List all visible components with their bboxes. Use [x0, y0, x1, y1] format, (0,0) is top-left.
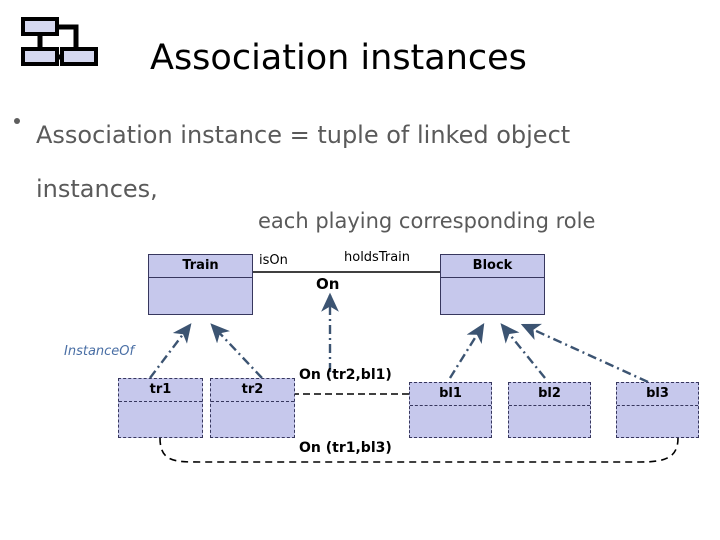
instance-box-bl3[interactable]: bl3: [616, 382, 699, 438]
instance-name-tr1: tr1: [149, 382, 172, 397]
class-divider: [441, 277, 544, 278]
link-line-tr1-bl3: [159, 437, 679, 463]
role-label-holdstrain: holdsTrain: [344, 250, 411, 265]
class-divider: [149, 277, 252, 278]
instance-name-bl2: bl2: [538, 386, 561, 401]
instance-box-tr2[interactable]: tr2: [210, 378, 295, 438]
instance-divider: [211, 401, 294, 402]
page-title: Association instances: [150, 38, 527, 78]
bullet-marker-icon: [14, 118, 20, 124]
instance-box-bl2[interactable]: bl2: [508, 382, 591, 438]
instanceof-label: InstanceOf: [64, 344, 135, 359]
instanceof-arrow-bl1: [448, 322, 485, 379]
class-box-block[interactable]: Block: [440, 254, 545, 315]
class-name-train: Train: [182, 258, 219, 273]
instanceof-arrow-tr2: [210, 323, 263, 379]
link-label-tr1-bl3: On (tr1,bl3): [299, 440, 392, 456]
instance-divider: [617, 405, 698, 406]
instanceof-arrow-tr1: [149, 323, 192, 379]
subline-text: each playing corresponding role: [258, 209, 596, 233]
instance-name-tr2: tr2: [241, 382, 264, 397]
association-name-on: On: [316, 275, 340, 293]
instance-divider: [119, 401, 202, 402]
class-box-train[interactable]: Train: [148, 254, 253, 315]
instance-box-bl1[interactable]: bl1: [409, 382, 492, 438]
instanceof-arrow-bl3: [520, 323, 649, 384]
instance-name-bl1: bl1: [439, 386, 462, 401]
slide-logo-icon: [18, 16, 114, 68]
class-name-block: Block: [472, 258, 513, 273]
role-label-ison: isOn: [259, 253, 288, 268]
instance-box-tr1[interactable]: tr1: [118, 378, 203, 438]
bullet-text: Association instance = tuple of linked o…: [36, 121, 571, 203]
link-label-tr2-bl1: On (tr2,bl1): [299, 367, 392, 383]
instance-divider: [410, 405, 491, 406]
instance-divider: [509, 405, 590, 406]
instance-name-bl3: bl3: [646, 386, 669, 401]
